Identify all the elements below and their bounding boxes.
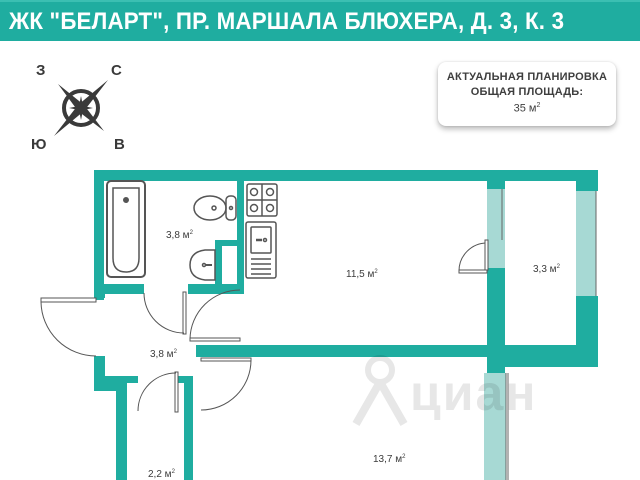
area-info-card: АКТУАЛЬНАЯ ПЛАНИРОВКА ОБЩАЯ ПЛОЩАДЬ: 35 … [438,62,616,126]
compass-east-label: В [114,136,125,153]
area-value: 3,8 м [166,230,190,241]
room-kitchen-area: 11,5 м2 [346,269,378,280]
area-value: 3,8 м [150,349,174,360]
location-pin-icon [352,355,408,426]
area-unit-sup: 2 [173,349,177,355]
windows [484,189,596,480]
compass-rose-icon [54,80,108,136]
sink-icon [189,249,216,281]
header-bar: ЖК "БЕЛАРТ", ПР. МАРШАЛА БЛЮХЕРА, Д. 3, … [0,0,640,41]
compass: З С Ю В [28,58,138,158]
total-area-caption: ОБЩАЯ ПЛОЩАДЬ: [470,86,584,98]
total-area-number: 35 м [513,102,537,115]
bathtub-icon [106,180,146,278]
watermark-text: циан [410,365,538,421]
area-unit-sup: 2 [189,230,193,236]
room-balcony-area: 3,3 м2 [533,264,560,275]
window-frames [501,189,597,480]
compass-west-label: З [36,62,46,79]
page-title: ЖК "БЕЛАРТ", ПР. МАРШАЛА БЛЮХЕРА, Д. 3, … [9,8,565,35]
stove-icon [246,183,278,217]
area-value: 3,3 м [533,264,557,275]
area-unit-sup: 2 [171,469,175,475]
doors [40,239,489,413]
area-unit-sup: 2 [402,454,406,460]
cian-watermark: циан [350,352,570,442]
area-unit-sup: 2 [556,264,560,270]
compass-north-label: С [111,62,122,79]
room-bathroom-area: 3,8 м2 [166,230,193,241]
kitchen-sink-icon [245,221,277,279]
compass-south-label: Ю [31,136,47,153]
total-area-unit-sup: 2 [536,102,541,109]
room-hallway-area: 3,8 м2 [150,349,177,360]
layout-caption: АКТУАЛЬНАЯ ПЛАНИРОВКА [446,71,608,83]
walls [94,170,598,480]
total-area-value: 35 м2 [438,102,616,115]
area-value: 11,5 м [346,269,375,280]
toilet-icon [193,195,237,221]
room-living-area: 13,7 м2 [373,454,405,465]
area-value: 13,7 м [373,454,403,465]
room-closet-area: 2,2 м2 [148,469,175,480]
area-unit-sup: 2 [374,269,378,275]
area-value: 2,2 м [148,469,172,480]
